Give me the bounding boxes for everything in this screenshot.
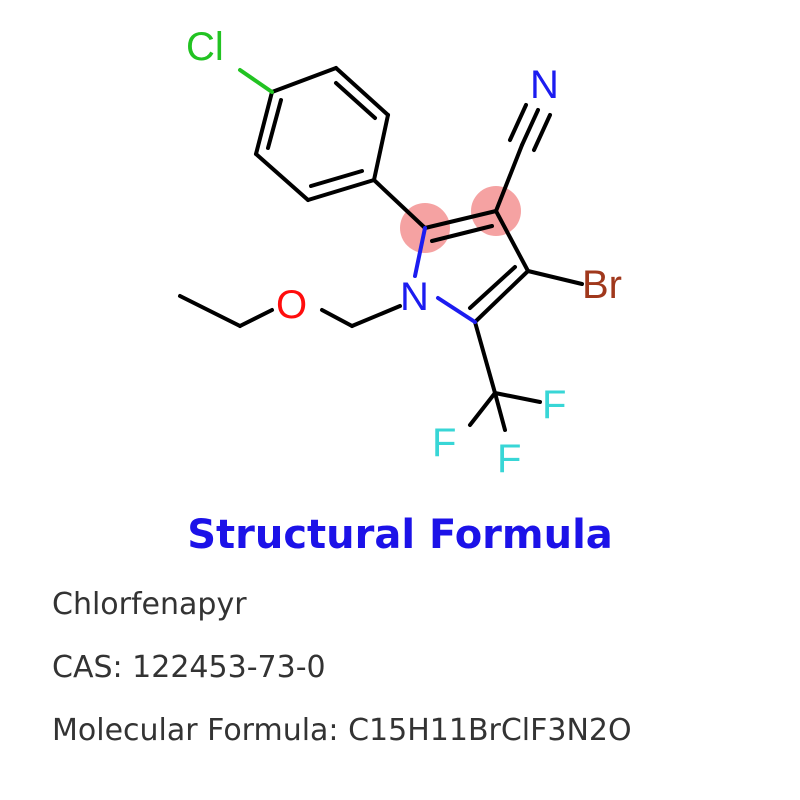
nitrile-triple-3 xyxy=(532,113,552,152)
phenyl-bond-4 xyxy=(306,178,376,202)
atom-bromine: Br xyxy=(582,263,622,307)
nitrile-bond-c xyxy=(494,143,524,213)
cas-label: CAS: xyxy=(52,650,123,685)
phenyl-bond-3 xyxy=(372,113,390,182)
nitrile-triple-1 xyxy=(520,108,540,147)
aryl-pyrrole-bond xyxy=(372,178,427,230)
cf3-f3-bond xyxy=(493,391,507,432)
atom-oxygen: O xyxy=(276,283,307,327)
oxygen-methylene-bond xyxy=(320,308,354,328)
atom-nitrogen-nitrile: N xyxy=(530,63,559,107)
atom-fluorine-2: F xyxy=(432,421,456,465)
atom-fluorine-1: F xyxy=(542,383,566,427)
compound-name: Chlorfenapyr xyxy=(52,587,247,622)
molecular-formula-line: Molecular Formula: C15H11BrClF3N2O xyxy=(52,709,632,753)
chloro-bond xyxy=(238,68,274,94)
ethyl-oxygen-bond xyxy=(238,308,274,328)
phenyl-double-bond-1 xyxy=(334,81,377,120)
ethyl-bond xyxy=(178,294,242,328)
pyrrole-bond-c2-c3 xyxy=(423,209,498,230)
chlorfenapyr-structure-diagram: Cl N Br O N F F F xyxy=(178,25,622,481)
pyrrole-bond-n-c5 xyxy=(436,296,477,324)
pyrrole-bond-c3-c4 xyxy=(494,209,530,273)
phenyl-double-bond-3 xyxy=(266,98,283,150)
phenyl-bond-5 xyxy=(254,152,310,202)
cas-line: CAS: 122453-73-0 xyxy=(52,646,326,690)
bromo-bond xyxy=(526,269,584,286)
formula-value: C15H11BrClF3N2O xyxy=(348,713,632,748)
atom-fluorine-3: F xyxy=(497,437,521,481)
methylene-nitrogen-bond xyxy=(350,304,402,328)
pyrrole-double-c4-c5 xyxy=(468,265,517,310)
pyrrole-bond-c4-c5 xyxy=(473,269,530,324)
formula-label: Molecular Formula: xyxy=(52,713,339,748)
phenyl-bond-1 xyxy=(270,66,338,94)
phenyl-double-bond-2 xyxy=(309,169,364,188)
pyrrole-bond-n-c2 xyxy=(413,226,427,278)
cas-value: 122453-73-0 xyxy=(132,650,326,685)
phenyl-bond-2 xyxy=(334,66,390,117)
phenyl-bond-6 xyxy=(254,90,274,156)
atom-nitrogen-ring: N xyxy=(400,275,429,319)
nitrile-triple-2 xyxy=(508,103,528,142)
cf3-carbon-bond xyxy=(473,320,497,395)
pyrrole-double-c2-c3 xyxy=(430,224,494,243)
cf3-f2-bond xyxy=(468,391,497,427)
atom-chlorine: Cl xyxy=(186,25,224,69)
cf3-f1-bond xyxy=(493,391,542,404)
section-title: Structural Formula xyxy=(187,512,613,558)
